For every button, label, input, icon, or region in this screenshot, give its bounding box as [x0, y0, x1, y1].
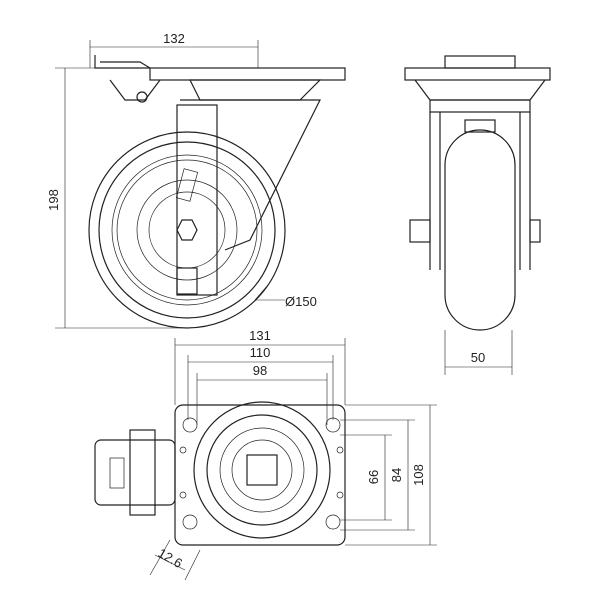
side-view — [88, 55, 346, 329]
dim-12-6: 12.6 — [156, 545, 185, 571]
dim-198: 198 — [46, 189, 61, 211]
dim-110: 110 — [250, 345, 271, 360]
bottom-view — [94, 401, 346, 546]
dim-66: 66 — [366, 470, 381, 484]
dim-84: 84 — [389, 468, 404, 482]
dim-wheel-diameter: Ø150 — [285, 294, 317, 309]
dim-50: 50 — [471, 350, 485, 365]
front-view — [404, 55, 551, 331]
dimension-lines — [55, 40, 513, 581]
dim-132: 132 — [163, 31, 185, 46]
dim-108: 108 — [411, 464, 426, 486]
dim-98: 98 — [253, 363, 267, 378]
dim-131: 131 — [249, 328, 271, 343]
